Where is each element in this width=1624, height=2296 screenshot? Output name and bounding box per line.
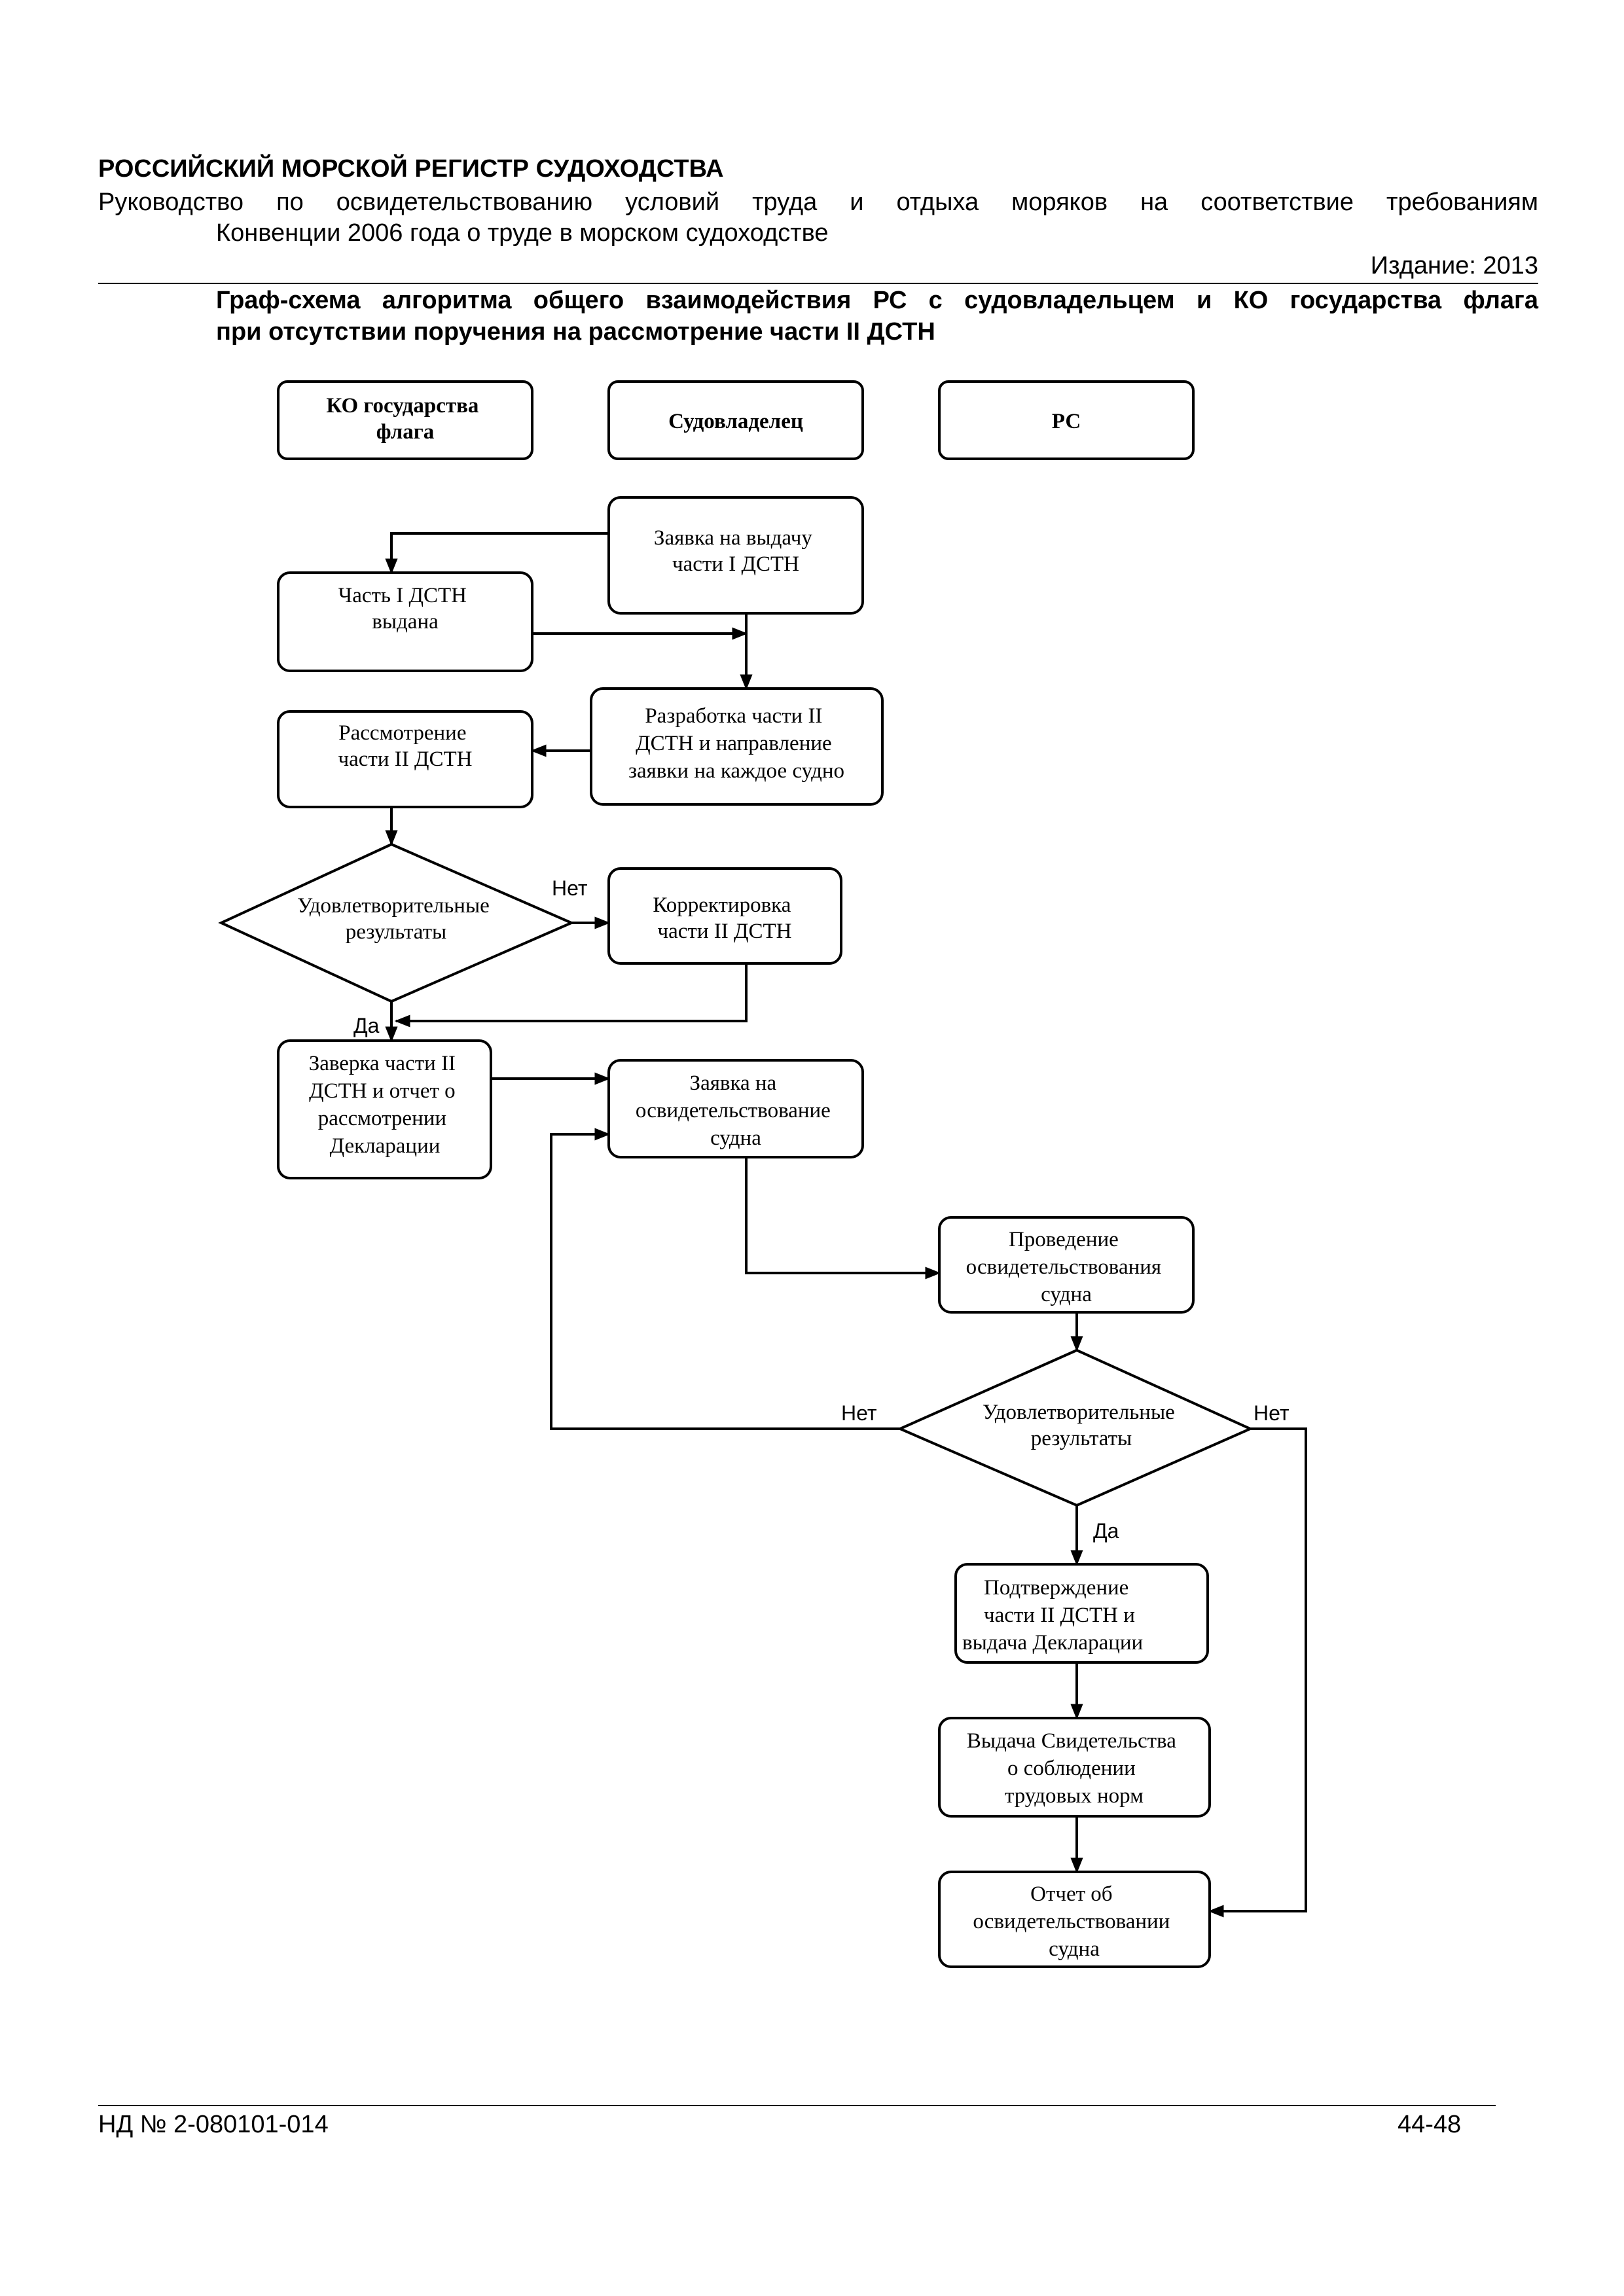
document-number: НД № 2-080101-014 <box>98 2111 329 2138</box>
header-divider <box>98 283 1538 284</box>
label-no-1: Нет <box>552 876 588 900</box>
node-part1-issued: Часть I ДСТН выдана <box>277 571 533 672</box>
node-request-part1: Заявка на выдачу части I ДСТН <box>607 496 864 615</box>
connector-decision2-no-loop <box>550 1128 900 1430</box>
svg-text:Проведение освидетельств: Проведение освидетельствования судна <box>966 1228 1167 1306</box>
node-certify-part2: Заверка части II ДСТН и отчет о рассмотр… <box>277 1039 492 1179</box>
svg-text:Подтверждение части II Д: Подтверждение части II ДСТН и выдача Дек… <box>962 1576 1143 1655</box>
node-conduct-inspection: Проведение освидетельствования судна <box>938 1216 1195 1314</box>
decision-satisfactory-2: Удовлетворительные результаты <box>897 1348 1254 1507</box>
svg-text:Удовлетворительные резул: Удовлетворительные результаты <box>297 894 495 944</box>
svg-text:Заявка на выдачу части I: Заявка на выдачу части I ДСТН <box>654 526 818 576</box>
connector-request-to-issued <box>385 532 609 575</box>
diagram-title-line1: Граф-схема алгоритма общего взаимодейств… <box>216 287 1538 314</box>
svg-text:Разработка части II ДСТН: Разработка части II ДСТН и направление з… <box>628 704 844 783</box>
connector-correct-return <box>394 963 748 1028</box>
label-no-2-left: Нет <box>841 1401 877 1425</box>
svg-text:Удовлетворительные резул: Удовлетворительные результаты <box>983 1401 1180 1450</box>
label-yes-1: Да <box>353 1014 380 1037</box>
guide-title-line1: Руководство по освидетельствованию услов… <box>98 188 1538 216</box>
node-inspection-report: Отчет об освидетельствовании судна <box>938 1871 1211 1968</box>
svg-text:РС: РС <box>1052 410 1081 433</box>
page-number: 44-48 <box>1398 2111 1462 2138</box>
connector-decision2-no-to-report <box>1208 1427 1307 1918</box>
lane-shipowner: Судовладелец <box>607 380 864 460</box>
decision-satisfactory-1: Удовлетворительные результаты <box>218 842 575 1003</box>
organization-title: РОССИЙСКИЙ МОРСКОЙ РЕГИСТР СУДОХОДСТВА <box>98 155 724 183</box>
node-develop-part2: Разработка части II ДСТН и направление з… <box>590 687 884 806</box>
svg-text:Выдача Свидетельства о с: Выдача Свидетельства о соблюдении трудов… <box>967 1729 1182 1808</box>
svg-text:Отчет об освидетельствов: Отчет об освидетельствовании судна <box>973 1882 1175 1961</box>
svg-text:Заверка части II ДСТН и: Заверка части II ДСТН и отчет о рассмотр… <box>309 1052 461 1158</box>
node-correct-part2: Корректировка части II ДСТН <box>607 867 842 965</box>
edition-label: Издание: 2013 <box>1370 252 1538 279</box>
lane-flag-state: КО государства флага <box>277 380 533 460</box>
node-confirm-part2: Подтверждение части II ДСТН и выдача Дек… <box>954 1563 1209 1664</box>
svg-text:КО государства флага: КО государства флага <box>326 394 484 444</box>
guide-title-line2: Конвенции 2006 года о труде в морском су… <box>216 219 829 247</box>
node-review-part2: Рассмотрение части II ДСТН <box>277 710 533 808</box>
label-no-2-right: Нет <box>1254 1401 1290 1425</box>
node-request-inspection: Заявка на освидетельствование судна <box>607 1059 864 1158</box>
label-yes-2: Да <box>1093 1519 1119 1543</box>
node-issue-certificate: Выдача Свидетельства о соблюдении трудов… <box>938 1717 1211 1818</box>
lane-rs: РС <box>938 380 1195 460</box>
footer-divider <box>98 2105 1496 2106</box>
diagram-title-line2: при отсутствии поручения на рассмотрение… <box>216 318 935 346</box>
connector-request-inspection-to-conduct <box>745 1157 941 1280</box>
svg-text:Заявка на освидетельство: Заявка на освидетельствование судна <box>636 1071 836 1150</box>
svg-text:Корректировка части II Д: Корректировка части II ДСТН <box>653 893 796 943</box>
svg-text:Часть I ДСТН выдана: Часть I ДСТН выдана <box>338 584 472 634</box>
svg-text:Судовладелец: Судовладелец <box>668 410 803 433</box>
svg-text:Рассмотрение части II ДС: Рассмотрение части II ДСТН <box>338 721 473 771</box>
